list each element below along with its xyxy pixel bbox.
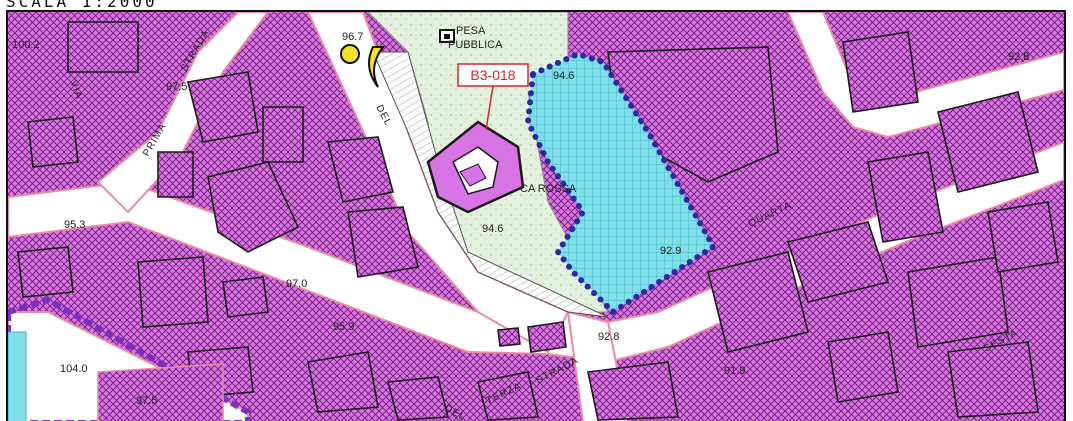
elev-97-5a: 97.5 (166, 81, 187, 93)
cadastral-map: B3-018 PESA PUBBLICA CA ROSSA VIA PRIMA … (8, 12, 1064, 421)
elev-92-8b: 92.8 (598, 331, 619, 343)
elev-96-7: 96.7 (342, 31, 363, 43)
buildings (17, 21, 1059, 421)
ca-rossa-building (426, 120, 525, 214)
scale-label: SCALA 1:2000 (6, 0, 158, 11)
label-pubblica: PUBBLICA (448, 39, 503, 51)
elev-97-0: 97.0 (286, 278, 307, 290)
elev-97-5b: 97.5 (136, 395, 157, 407)
lot-purple[interactable] (8, 296, 251, 421)
elev-104-0: 104.0 (60, 363, 88, 375)
map-canvas[interactable]: B3-018 PESA PUBBLICA CA ROSSA VIA PRIMA … (6, 10, 1066, 421)
label-pesa: PESA (456, 25, 486, 37)
label-ca-rossa: CA ROSSA (520, 183, 577, 195)
elev-94-6b: 94.6 (482, 223, 503, 235)
elev-95-9: 95.9 (333, 321, 354, 333)
marker-circle (340, 44, 360, 64)
elev-95-3: 95.3 (64, 219, 85, 231)
elev-92-9: 92.9 (660, 245, 681, 257)
embankment (372, 51, 609, 318)
marker-crescent (368, 46, 385, 88)
parcel-id-tag[interactable]: B3-018 (457, 63, 529, 131)
lot-b3-018[interactable] (524, 50, 717, 316)
elev-94-6a: 94.6 (553, 70, 574, 82)
parcel-id: B3-018 (470, 67, 515, 83)
elev-100-2: 100.2 (12, 39, 40, 51)
elev-92-8a: 92.8 (1008, 51, 1029, 63)
elev-91-9: 91.9 (724, 365, 745, 377)
